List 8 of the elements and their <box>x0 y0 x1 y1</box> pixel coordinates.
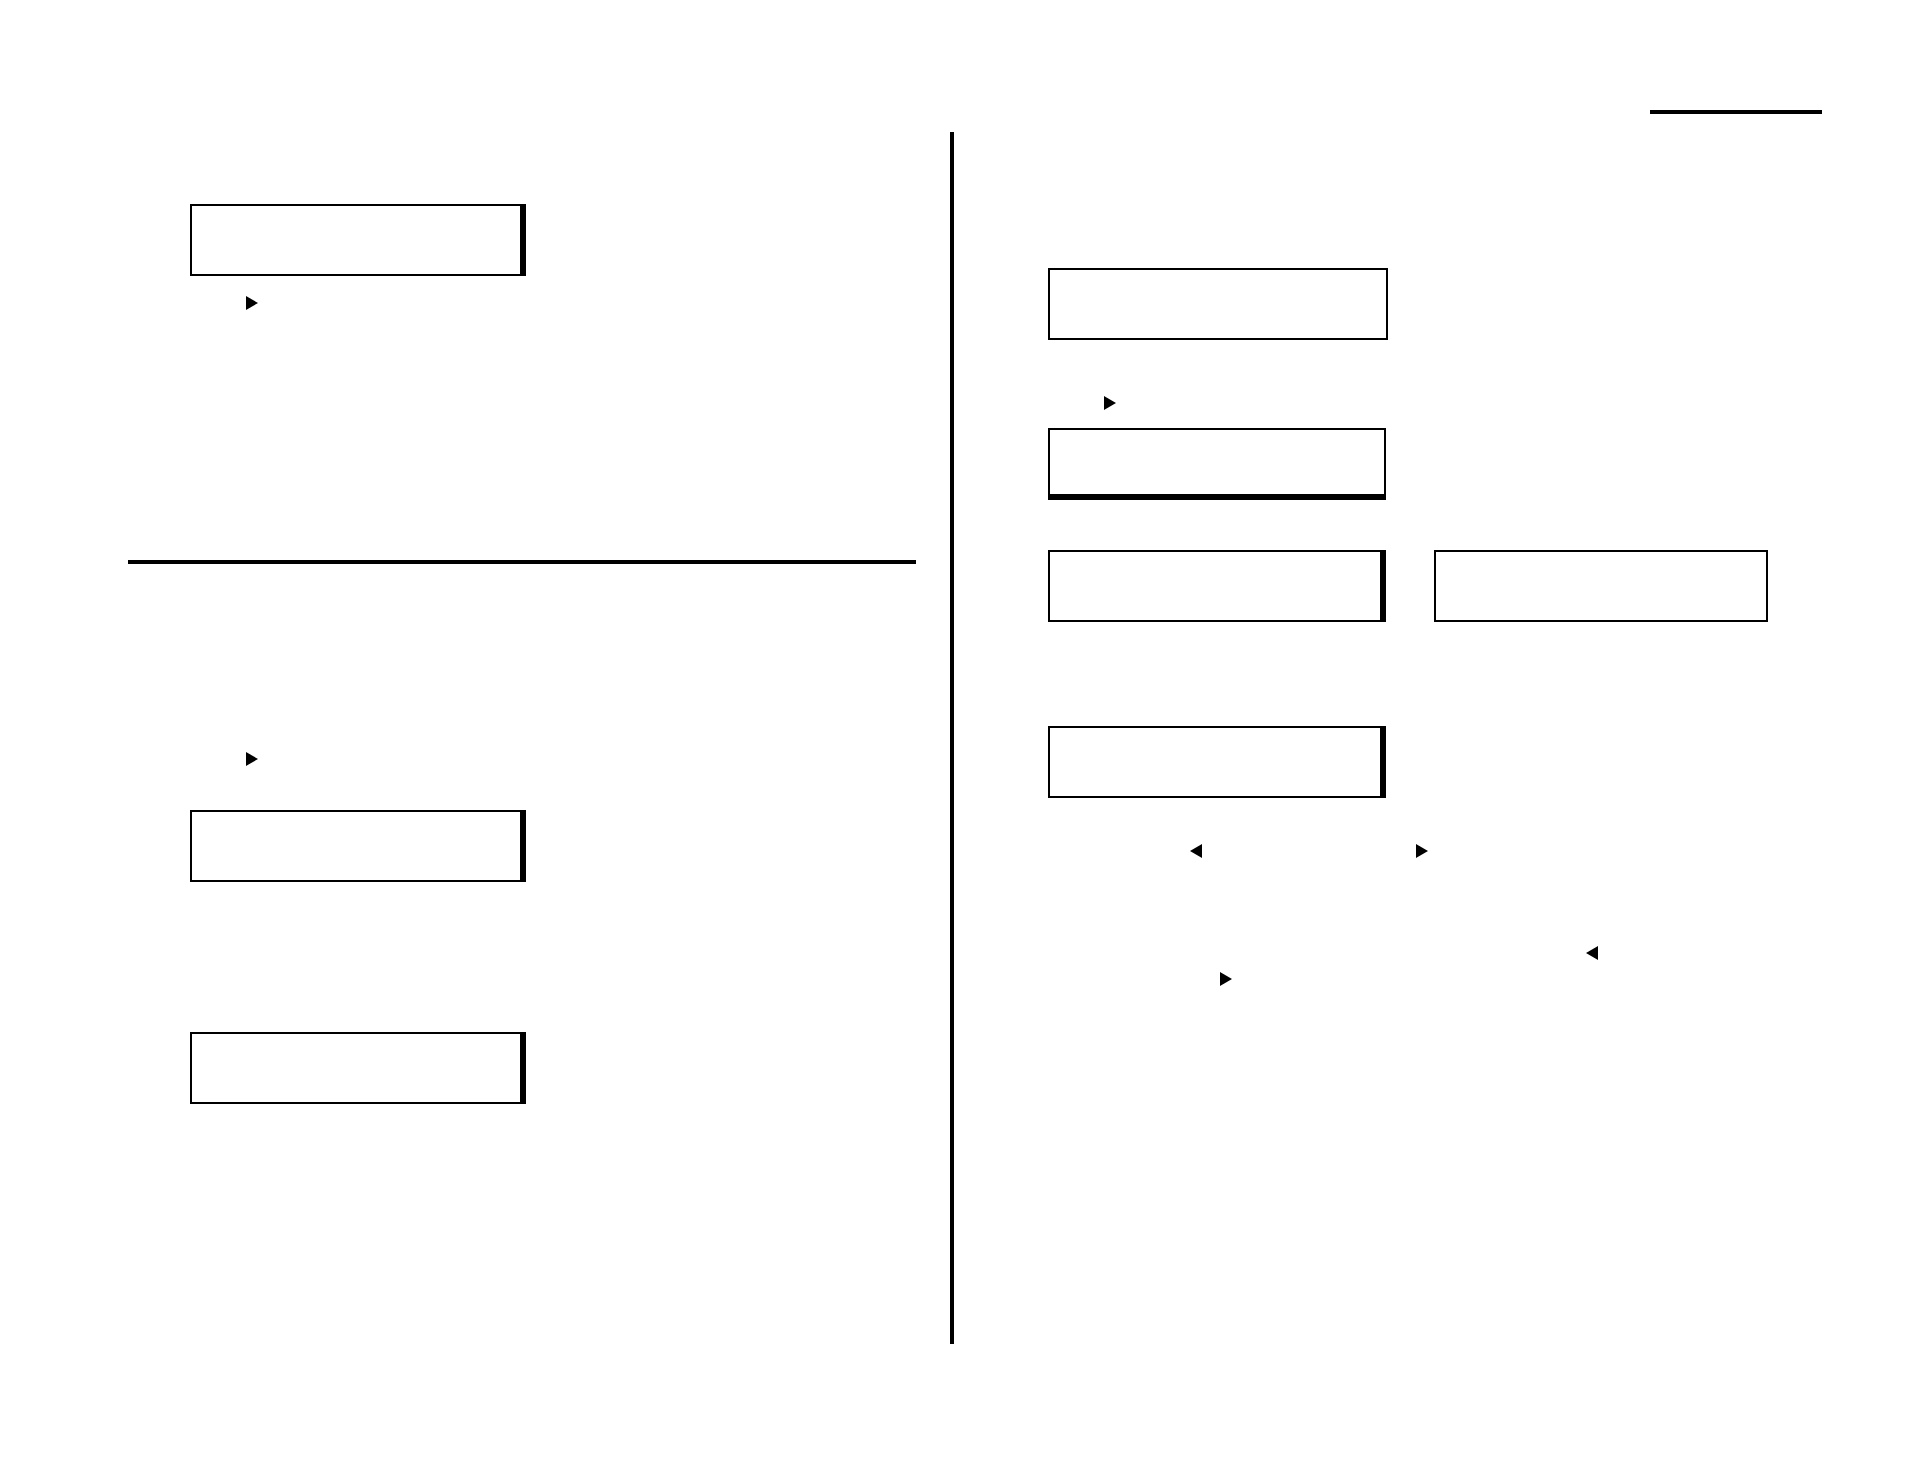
display-panel <box>1048 726 1386 798</box>
display-panel <box>1048 428 1386 500</box>
display-panel <box>1434 550 1768 622</box>
display-panel <box>1048 268 1388 340</box>
display-panel <box>190 1032 526 1104</box>
display-panel <box>190 810 526 882</box>
display-panel <box>1048 550 1386 622</box>
display-panel <box>190 204 526 276</box>
